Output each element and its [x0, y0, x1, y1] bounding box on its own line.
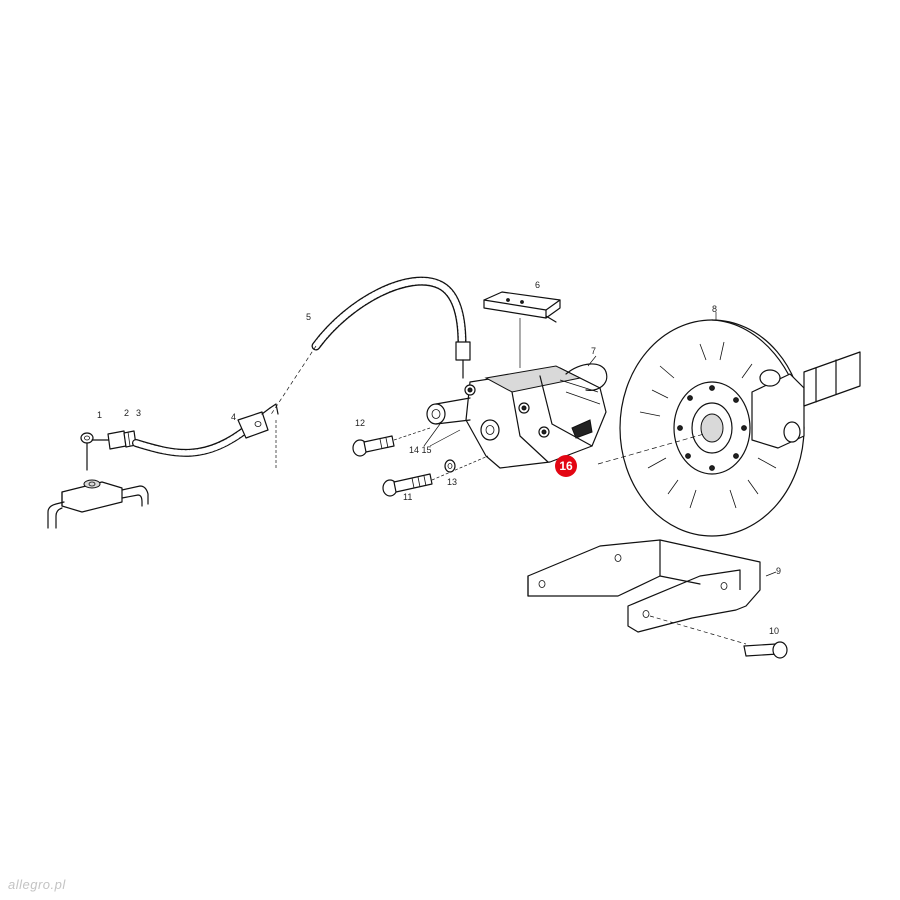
- highlight-label: 16: [559, 459, 573, 473]
- callout-8: 8: [712, 304, 717, 314]
- part-10-bolt: [649, 615, 788, 659]
- part-13-washer: [444, 459, 456, 473]
- part-11-bolt: [382, 455, 489, 497]
- part-8-brake-disc: [619, 312, 861, 537]
- flexible-hose: [132, 403, 279, 470]
- highlight-badge: [555, 455, 577, 477]
- part-1-banjo-fitting: [47, 432, 149, 529]
- part-12-bolt: [352, 427, 431, 457]
- callout-11: 11: [403, 492, 412, 502]
- callout-3: 3: [136, 408, 141, 418]
- callout-2: 2: [124, 408, 129, 418]
- part-6-retaining-plate: [483, 291, 561, 368]
- callout-13: 13: [447, 477, 457, 487]
- brake-caliper: [426, 355, 608, 469]
- part-9-mounting-bracket: [527, 539, 777, 633]
- callout-12: 12: [355, 418, 365, 428]
- callout-6: 6: [535, 280, 540, 290]
- part-2-3-union-nut: [107, 430, 137, 450]
- callout-9: 9: [776, 566, 781, 576]
- watermark-text: allegro.pl: [8, 877, 66, 892]
- leader-16: [597, 433, 705, 465]
- part-5-brake-hose: [269, 276, 471, 417]
- callout-10: 10: [769, 626, 779, 636]
- part-14-15-leaders: [423, 423, 461, 447]
- callout-5: 5: [306, 312, 311, 322]
- callout-14-15: 14 15: [409, 445, 432, 455]
- highlight-callout-16: 16: [555, 455, 577, 477]
- callout-4: 4: [231, 412, 236, 422]
- callout-7: 7: [591, 346, 596, 356]
- callout-1: 1: [97, 410, 102, 420]
